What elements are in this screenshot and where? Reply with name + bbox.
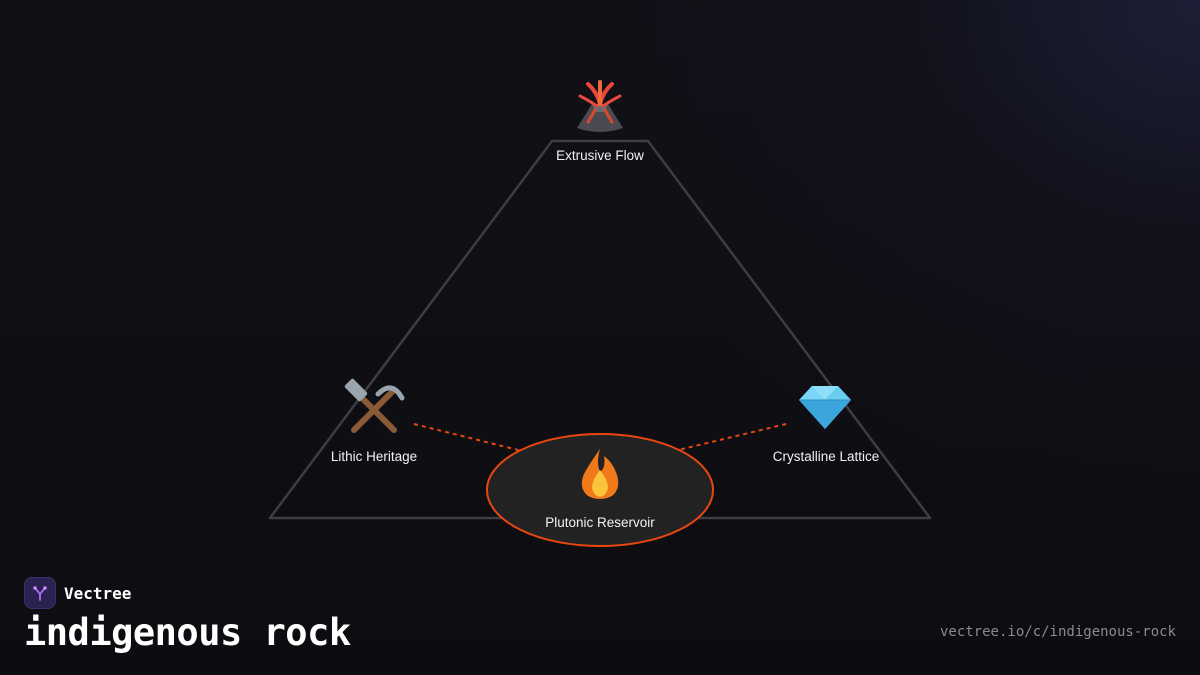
tree-branch-icon	[33, 586, 47, 601]
node-left[interactable]: Lithic Heritage	[331, 378, 417, 464]
node-right[interactable]: Crystalline Lattice	[773, 386, 880, 464]
node-center-label: Plutonic Reservoir	[545, 515, 655, 530]
brand-name: Vectree	[64, 583, 132, 603]
node-top-label: Extrusive Flow	[556, 148, 644, 163]
page-url[interactable]: vectree.io/c/indigenous-rock	[939, 624, 1176, 640]
brand-logo	[24, 577, 56, 609]
hammer-pick-icon	[344, 378, 405, 433]
page-title: indigenous rock	[24, 611, 351, 654]
connector-right-center	[611, 423, 787, 467]
gem-icon	[799, 386, 851, 429]
volcano-icon	[577, 80, 623, 132]
node-right-label: Crystalline Lattice	[773, 449, 880, 464]
node-left-label: Lithic Heritage	[331, 449, 417, 464]
fire-icon	[581, 449, 619, 499]
triangle-outline	[268, 139, 932, 520]
node-top[interactable]: Extrusive Flow	[556, 80, 644, 163]
node-center[interactable]: Plutonic Reservoir	[486, 433, 714, 547]
brand: Vectree	[24, 577, 131, 609]
